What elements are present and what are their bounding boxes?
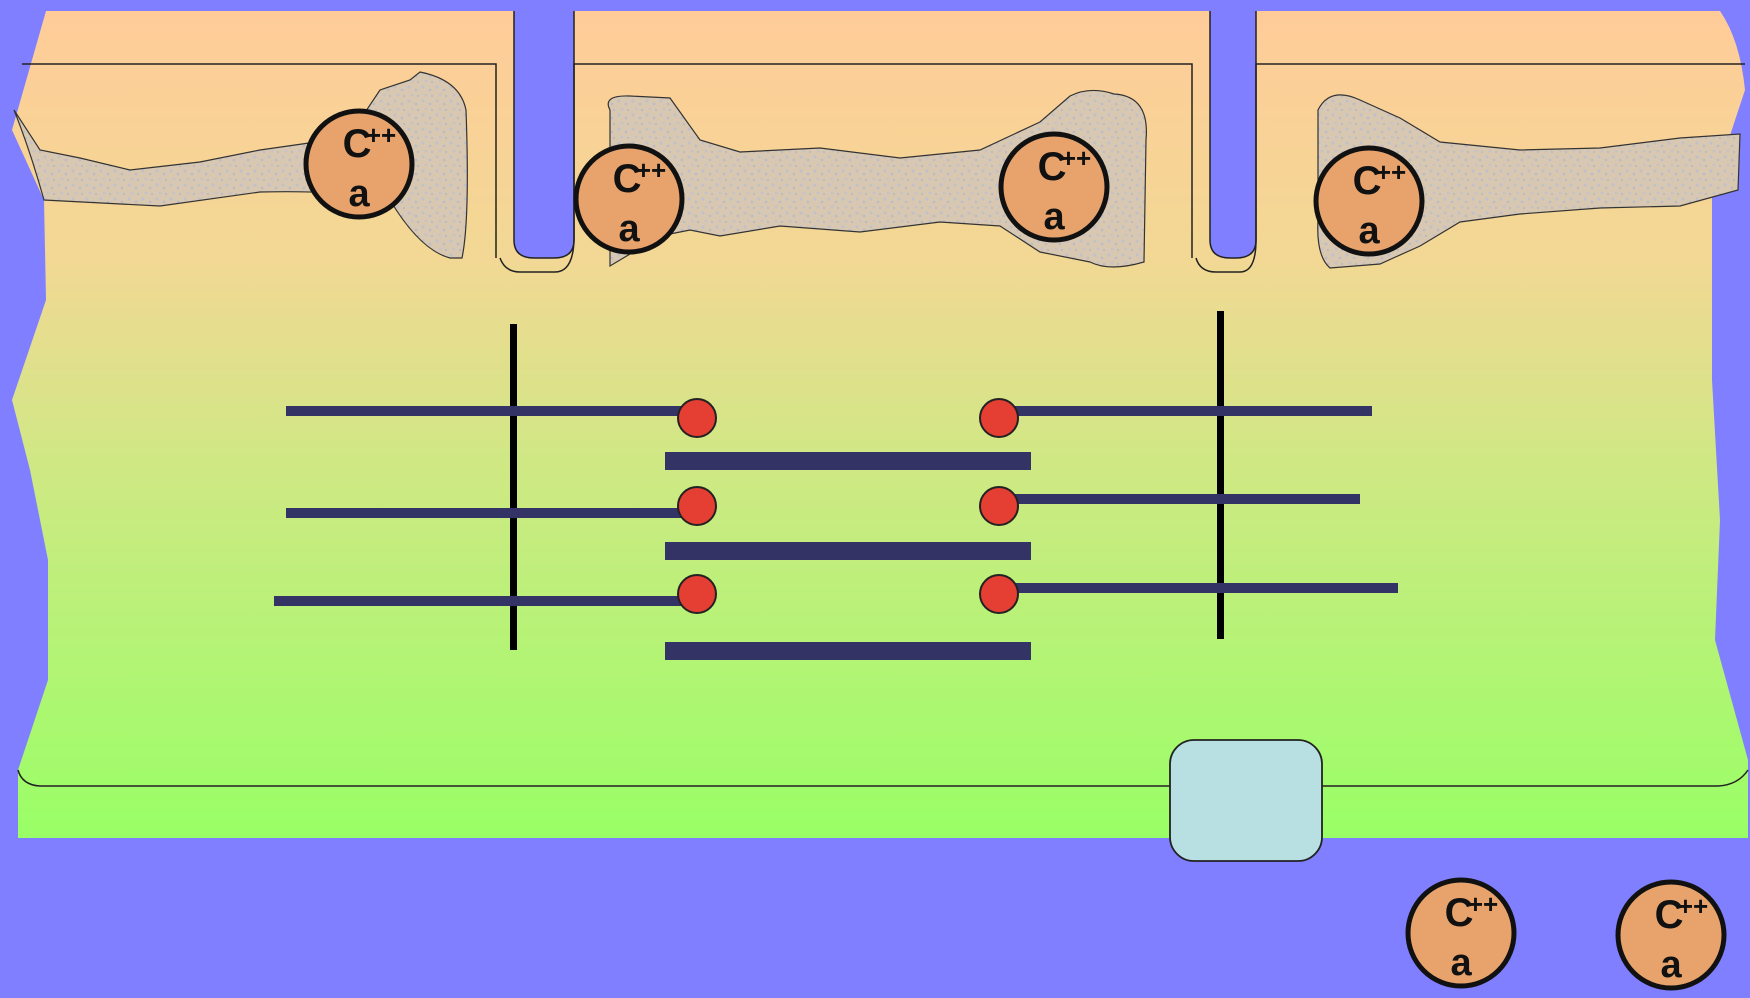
thin-filament	[1000, 406, 1372, 416]
calcium-pump	[1169, 739, 1323, 862]
ion-label-charge: ++	[366, 120, 396, 150]
myosin-head	[979, 574, 1019, 614]
ion-label-bottom: a	[1043, 196, 1065, 238]
thin-filament	[286, 406, 696, 416]
ion-label-charge: ++	[636, 155, 666, 185]
z-line-right	[1217, 311, 1224, 639]
calcium-ion: C ++ a	[1615, 879, 1727, 991]
sarcolemma-outline	[22, 63, 497, 258]
t-tubule-outline	[513, 11, 575, 259]
thin-filament	[1000, 583, 1398, 593]
ion-label-charge: ++	[1678, 891, 1708, 921]
thick-filament	[665, 642, 1031, 660]
ion-label-charge: ++	[1468, 889, 1498, 919]
ion-label-bottom: a	[618, 208, 640, 250]
myosin-head	[677, 398, 717, 438]
thick-filament	[665, 542, 1031, 560]
ion-label-top: C	[1655, 893, 1684, 937]
thick-filament	[665, 452, 1031, 470]
myosin-head	[979, 398, 1019, 438]
thin-filament	[274, 596, 698, 606]
bottom-membrane-outline	[17, 769, 1749, 787]
thin-filament	[286, 508, 696, 518]
ion-label-bottom: a	[1660, 944, 1682, 986]
calcium-ion: C ++ a	[573, 143, 685, 255]
ion-label-top: C	[1038, 145, 1067, 189]
sarcoplasmic-reticulum-right	[1317, 94, 1741, 269]
ion-label-charge: ++	[1061, 143, 1091, 173]
ion-label-bottom: a	[1358, 210, 1380, 252]
calcium-ion: C ++ a	[998, 131, 1110, 243]
calcium-ion: C ++ a	[1313, 145, 1425, 257]
ion-label-bottom: a	[348, 173, 370, 215]
muscle-cell-body	[12, 11, 1748, 838]
z-line-left	[510, 324, 517, 650]
t-tubule-outline-2	[1209, 11, 1257, 259]
myosin-head	[677, 574, 717, 614]
myosin-head	[677, 486, 717, 526]
ion-label-top: C	[1445, 891, 1474, 935]
thin-filament	[1000, 494, 1360, 504]
ion-label-charge: ++	[1376, 157, 1406, 187]
ion-label-top: C	[1353, 159, 1382, 203]
ion-label-bottom: a	[1450, 942, 1472, 984]
sarcoplasmic-reticulum-left	[13, 71, 468, 259]
ion-label-top: C	[343, 122, 372, 166]
myosin-head	[979, 486, 1019, 526]
calcium-ion: C ++ a	[303, 108, 415, 220]
ion-label-top: C	[613, 157, 642, 201]
calcium-ion: C ++ a	[1405, 877, 1517, 989]
